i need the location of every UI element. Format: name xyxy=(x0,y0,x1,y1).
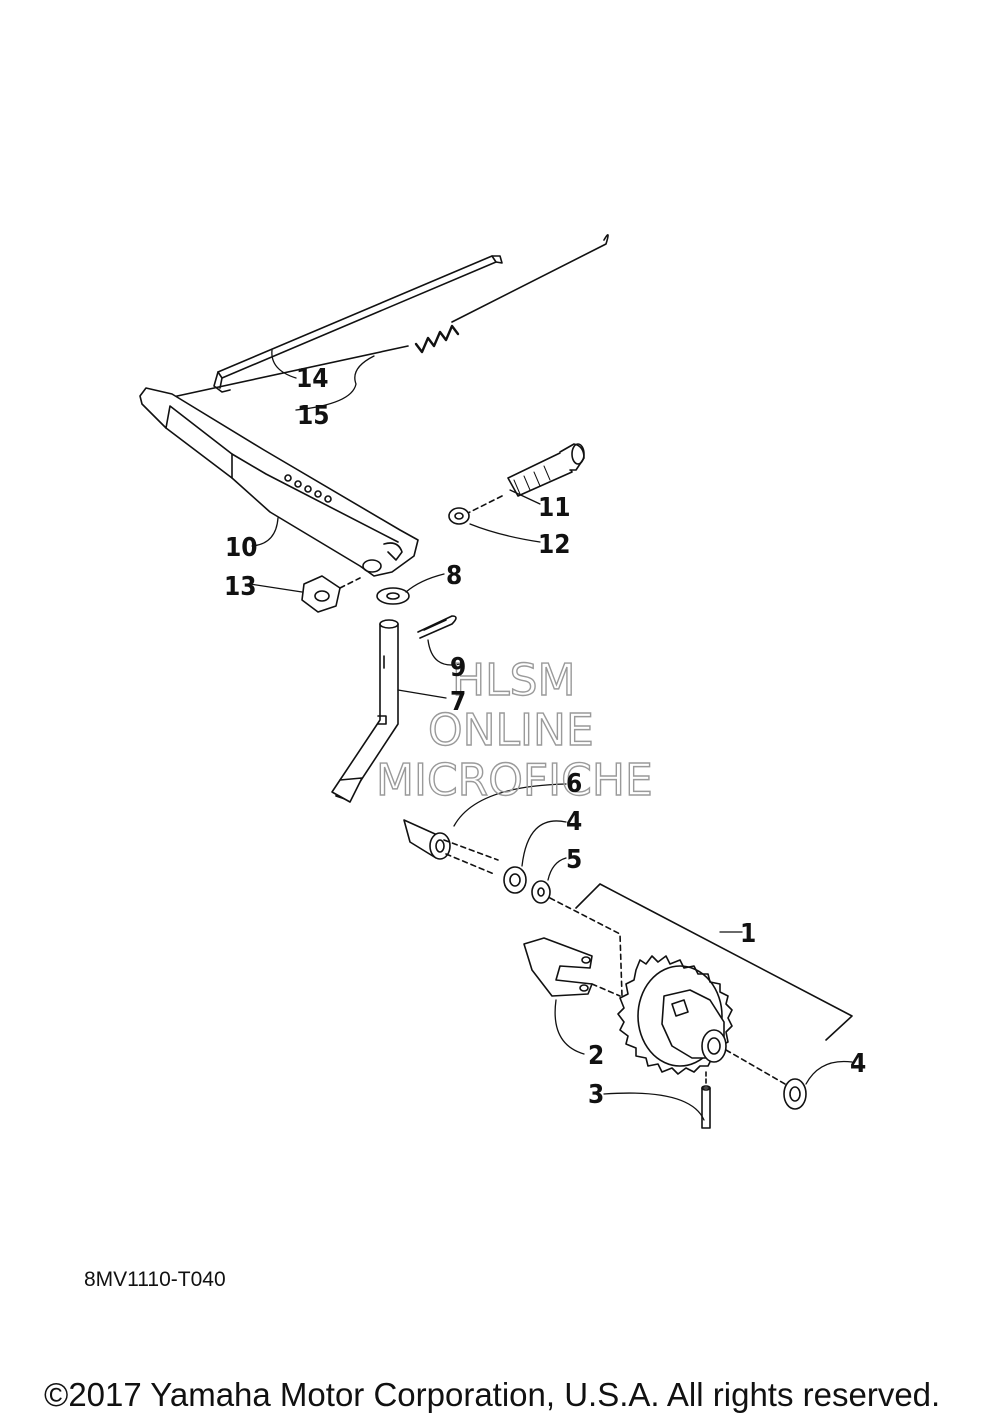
watermark-line-1: HLSM xyxy=(452,655,576,706)
label-13: 13 xyxy=(224,572,257,602)
label-5: 5 xyxy=(566,845,582,875)
watermark-line-2: ONLINE xyxy=(428,705,594,756)
part-15-spring xyxy=(141,234,609,399)
part-8-washer xyxy=(376,587,410,605)
label-4-lower: 4 xyxy=(850,1049,866,1079)
label-12: 12 xyxy=(538,530,571,560)
part-10-lever-arm xyxy=(139,387,419,577)
watermark: HLSM ONLINE MICROFICHE xyxy=(375,654,653,806)
label-15: 15 xyxy=(297,401,330,431)
part-4-washer-upper xyxy=(503,866,527,894)
label-6: 6 xyxy=(566,769,582,799)
label-11: 11 xyxy=(538,493,571,523)
part-5-clip xyxy=(531,880,623,997)
part-3-pin xyxy=(701,1071,711,1129)
copyright-notice: ©2017 Yamaha Motor Corporation, U.S.A. A… xyxy=(44,1376,941,1413)
label-9: 9 xyxy=(450,653,466,683)
part-1-gear xyxy=(617,955,793,1089)
part-12-washer xyxy=(448,507,470,525)
part-2-cam xyxy=(523,937,621,997)
label-14: 14 xyxy=(296,364,329,394)
part-6-bushing xyxy=(403,819,499,875)
part-14-rod xyxy=(213,255,503,393)
label-2: 2 xyxy=(588,1041,604,1071)
part-9-cotter-pin xyxy=(417,615,457,639)
part-7-shaft xyxy=(331,619,399,803)
label-8: 8 xyxy=(446,561,462,591)
part-1-bracket xyxy=(575,883,853,1041)
part-13-nut xyxy=(301,575,361,613)
leader-lines xyxy=(249,349,853,1121)
diagram-code: 8MV1110-T040 xyxy=(84,1268,226,1291)
part-4-washer-lower xyxy=(783,1078,807,1110)
label-3: 3 xyxy=(588,1080,604,1110)
callout-labels: 14 15 10 11 12 13 8 9 7 6 4 5 1 2 3 4 xyxy=(224,364,866,1110)
label-7: 7 xyxy=(450,687,466,717)
label-1: 1 xyxy=(740,919,756,949)
label-4-upper: 4 xyxy=(566,807,582,837)
watermark-line-3: MICROFICHE xyxy=(376,755,653,806)
label-10: 10 xyxy=(225,533,258,563)
part-11-bolt xyxy=(465,443,585,515)
